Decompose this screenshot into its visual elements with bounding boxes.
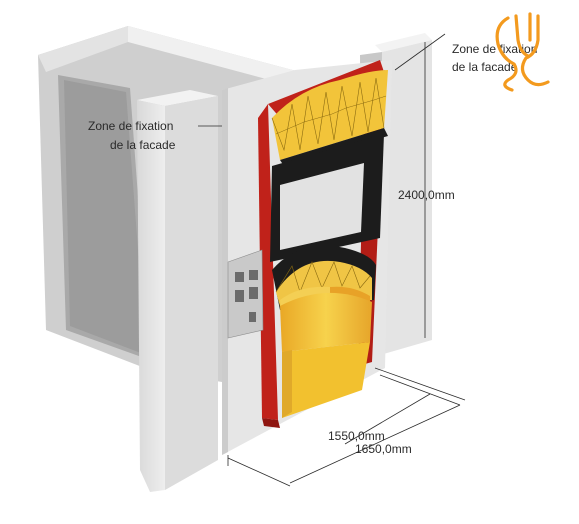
fixation-right-label-line2: de la facade xyxy=(452,60,518,74)
fixation-right-label-line1: Zone de fixation xyxy=(452,42,537,56)
height-dimension xyxy=(394,33,446,338)
fixation-left-label-line1: Zone de fixation xyxy=(88,119,173,133)
display-screen xyxy=(280,163,364,250)
front-panel xyxy=(270,134,384,262)
height-dimension-label: 2400,0mm xyxy=(398,188,455,202)
width-inner-dimension-label: 1550,0mm xyxy=(328,429,385,443)
fork-and-spoon-logo xyxy=(495,12,550,92)
lower-cabinet xyxy=(272,245,376,418)
control-panel xyxy=(227,249,264,339)
width-outer-dimension-label: 1650,0mm xyxy=(355,442,412,456)
left-wall-pillar xyxy=(137,90,218,492)
width-dimension xyxy=(227,367,466,487)
fixation-left-label-line2: de la facade xyxy=(110,138,176,152)
